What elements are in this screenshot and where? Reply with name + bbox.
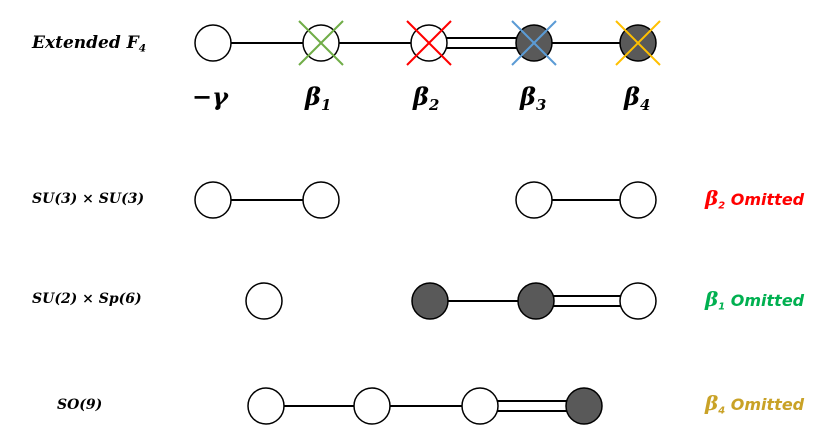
omitted-text: Omitted <box>730 395 805 414</box>
root-label-gamma: −γ <box>192 82 228 111</box>
omitted-text: Omitted <box>730 190 805 209</box>
su3-left-node-b <box>302 181 340 219</box>
so9-node-a <box>247 387 285 425</box>
so9-node-b <box>353 387 391 425</box>
cross-beta1-b <box>298 20 344 66</box>
row-label-su3-su3: SU(3) × SU(3) <box>32 191 145 207</box>
omitted-note-beta2: β2 Omitted <box>705 186 805 212</box>
omitted-symbol: β <box>705 186 719 210</box>
root-label-beta4: β4 <box>624 82 651 115</box>
root-label-beta2: β2 <box>413 82 440 115</box>
sp6-node-c <box>619 282 657 320</box>
row-label-so9: SO(9) <box>57 397 103 413</box>
omitted-symbol: β <box>705 391 719 415</box>
root-label-beta3: β3 <box>520 82 547 115</box>
cross-beta2-b <box>406 20 452 66</box>
extended-f4-title: Extended F4 <box>32 33 147 55</box>
sp6-node-b <box>517 282 555 320</box>
root-label-beta1: β1 <box>305 82 332 115</box>
su3-left-node-a <box>194 181 232 219</box>
omitted-note-beta4: β4 Omitted <box>705 391 805 417</box>
so9-node-c <box>461 387 499 425</box>
cross-beta4-b <box>615 20 661 66</box>
omitted-note-beta1: β1 Omitted <box>705 287 805 313</box>
omitted-symbol: β <box>705 287 719 311</box>
row-label-su2-sp6: SU(2) × Sp(6) <box>32 291 142 307</box>
f4-node-gamma <box>194 24 232 62</box>
sp6-node-a <box>411 282 449 320</box>
su3-right-node-a <box>515 181 553 219</box>
su3-right-node-b <box>619 181 657 219</box>
cross-beta3-b <box>511 20 557 66</box>
su2-node <box>245 282 283 320</box>
so9-node-d <box>565 387 603 425</box>
omitted-text: Omitted <box>730 291 805 310</box>
